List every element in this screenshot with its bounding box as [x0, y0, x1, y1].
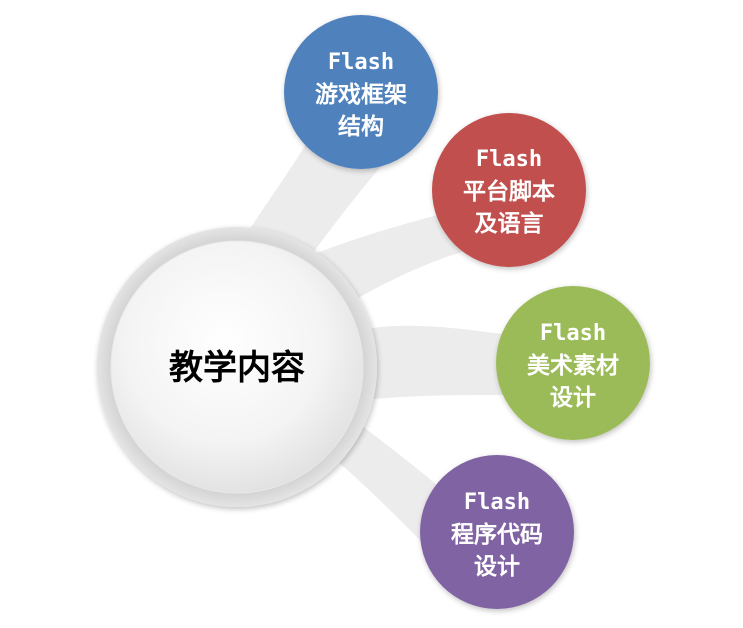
- node-framework-line-2: 游戏框架: [315, 81, 407, 108]
- center-label: 教学内容: [169, 348, 305, 388]
- node-framework-line-1: Flash: [328, 50, 394, 75]
- node-code: Flash 程序代码 设计: [420, 455, 574, 609]
- node-assets-line-3: 设计: [550, 385, 596, 411]
- node-assets: Flash 美术素材 设计: [496, 286, 650, 440]
- connector-assets: [360, 325, 510, 400]
- node-script: Flash 平台脚本 及语言: [432, 113, 586, 267]
- node-framework-line-3: 结构: [338, 113, 384, 140]
- node-assets-line-2: 美术素材: [527, 352, 619, 379]
- center-disc: [110, 240, 364, 494]
- node-code-line-1: Flash: [464, 490, 530, 515]
- node-assets-line-1: Flash: [540, 321, 606, 346]
- connector-script: [305, 210, 470, 300]
- node-framework-circle: [284, 15, 438, 169]
- node-script-line-1: Flash: [476, 147, 542, 172]
- node-script-line-3: 及语言: [475, 210, 544, 237]
- node-framework: Flash 游戏框架 结构: [284, 15, 438, 169]
- node-code-line-2: 程序代码: [451, 521, 543, 548]
- node-code-circle: [420, 455, 574, 609]
- node-script-circle: [432, 113, 586, 267]
- node-script-line-2: 平台脚本: [463, 178, 555, 205]
- node-assets-circle: [496, 286, 650, 440]
- node-code-line-3: 设计: [474, 554, 520, 580]
- center-node: 教学内容: [97, 227, 377, 507]
